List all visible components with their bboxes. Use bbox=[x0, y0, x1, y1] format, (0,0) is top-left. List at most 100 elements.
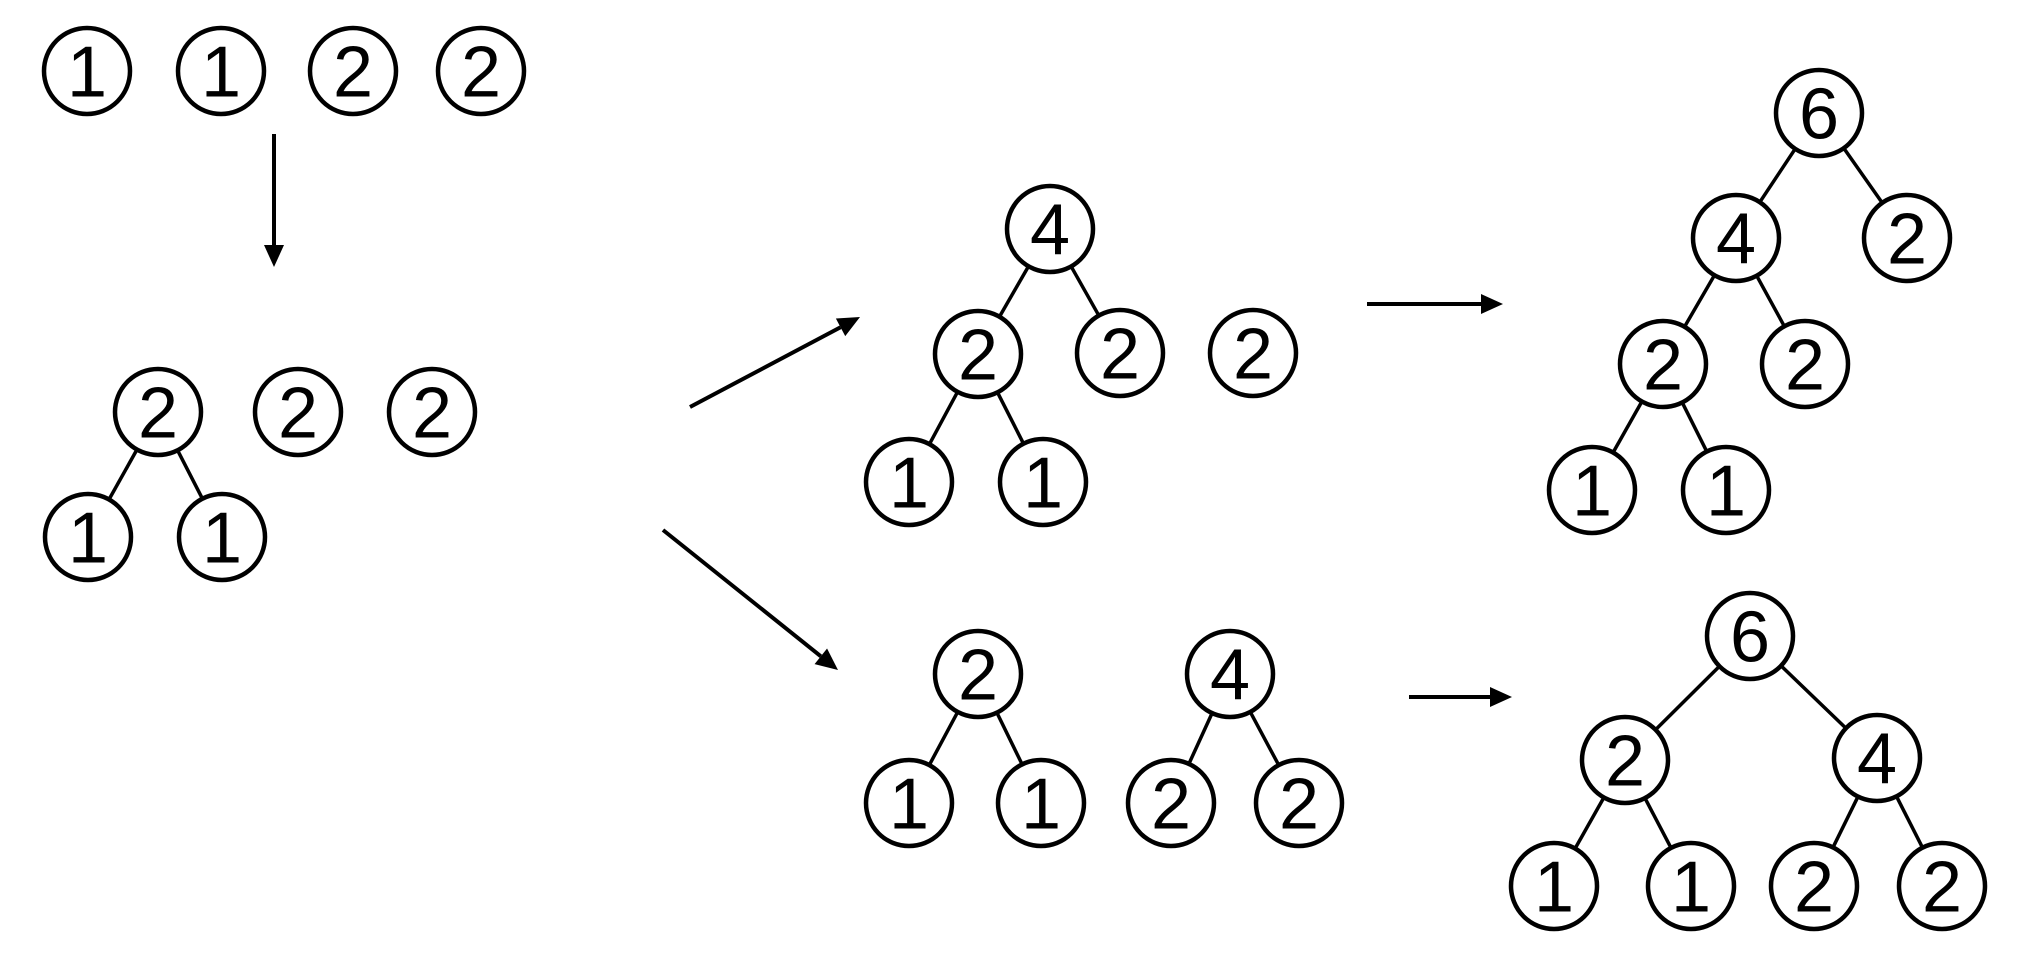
node-value: 4 bbox=[1857, 720, 1897, 800]
node-circle bbox=[1896, 840, 1988, 932]
tree-node-fa-6: 6 bbox=[1773, 67, 1865, 159]
node-circle bbox=[42, 491, 134, 583]
node-circle bbox=[932, 308, 1024, 400]
tree-edge-oa-4-oa-2r bbox=[1069, 265, 1101, 317]
node-circle bbox=[863, 757, 955, 849]
arrow-option-upper-head bbox=[835, 317, 860, 337]
tree-node-m1-2b: 2 bbox=[386, 366, 478, 458]
tree-node-ob-4: 4 bbox=[1184, 628, 1276, 720]
tree-edge-oa-2l-oa-1b bbox=[995, 391, 1026, 445]
tree-node-ob-2b: 2 bbox=[1253, 757, 1345, 849]
tree-node-fa-2b: 2 bbox=[1759, 318, 1851, 410]
tree-edge-fb-4-fb-2a bbox=[1831, 795, 1860, 849]
tree-node-start-2a: 2 bbox=[307, 25, 399, 117]
tree-edge-ob-2-ob-1a bbox=[927, 711, 960, 766]
node-value: 1 bbox=[889, 444, 929, 524]
node-value: 2 bbox=[958, 316, 998, 396]
node-value: 2 bbox=[333, 33, 373, 113]
node-circle bbox=[1546, 444, 1638, 536]
node-value: 4 bbox=[1716, 200, 1756, 280]
tree-node-ob-1a: 1 bbox=[863, 757, 955, 849]
node-value: 1 bbox=[889, 765, 929, 845]
tree-node-m1-2a: 2 bbox=[252, 366, 344, 458]
arrow-merge-down bbox=[264, 134, 284, 267]
tree-edge-ob-2-ob-1b bbox=[995, 711, 1024, 766]
node-value: 2 bbox=[1785, 326, 1825, 406]
node-value: 2 bbox=[461, 33, 501, 113]
tree-edge-fa-6-fa-4 bbox=[1758, 147, 1797, 204]
tree-edge-fb-6-fb-2 bbox=[1654, 665, 1721, 731]
tree-edge-fb-4-fb-2b bbox=[1894, 795, 1925, 849]
tree-node-fa-1b: 1 bbox=[1680, 444, 1772, 536]
node-value: 2 bbox=[1922, 848, 1962, 928]
node-circle bbox=[1253, 757, 1345, 849]
tree-node-fa-2a: 2 bbox=[1617, 318, 1709, 410]
arrow-option-lower-head bbox=[814, 648, 838, 670]
node-value: 2 bbox=[1605, 722, 1645, 802]
tree-edge-m1-2-m1-1a bbox=[107, 448, 139, 501]
node-value: 2 bbox=[1279, 765, 1319, 845]
node-circle bbox=[1074, 307, 1166, 399]
node-circle bbox=[1690, 192, 1782, 284]
node-circle bbox=[1768, 840, 1860, 932]
node-circle bbox=[1508, 840, 1600, 932]
node-value: 2 bbox=[412, 374, 452, 454]
node-circle bbox=[1579, 714, 1671, 806]
node-circle bbox=[112, 366, 204, 458]
tree-edge-fa-2a-fa-1b bbox=[1680, 401, 1709, 453]
tree-edge-fb-6-fb-4 bbox=[1779, 664, 1848, 730]
tree-node-fb-2: 2 bbox=[1579, 714, 1671, 806]
node-circle bbox=[1125, 757, 1217, 849]
tree-edge-fb-2-fb-1b bbox=[1643, 797, 1673, 849]
arrow-option-upper bbox=[689, 317, 860, 409]
arrow-result-lower bbox=[1409, 687, 1512, 707]
tree-node-start-1b: 1 bbox=[175, 25, 267, 117]
node-circle bbox=[932, 628, 1024, 720]
tree-node-fb-4: 4 bbox=[1831, 712, 1923, 804]
tree-edge-m1-2-m1-1b bbox=[176, 449, 204, 500]
node-circle bbox=[1207, 307, 1299, 399]
node-circle bbox=[1759, 318, 1851, 410]
node-value: 1 bbox=[1534, 848, 1574, 928]
tree-edge-oa-4-oa-2l bbox=[997, 265, 1031, 318]
tree-node-fb-2a: 2 bbox=[1768, 840, 1860, 932]
node-value: 4 bbox=[1030, 191, 1070, 271]
tree-node-oa-2r: 2 bbox=[1074, 307, 1166, 399]
tree-node-ob-2: 2 bbox=[932, 628, 1024, 720]
node-circle bbox=[252, 366, 344, 458]
tree-edge-ob-4-ob-2b bbox=[1248, 711, 1281, 766]
arrow-option-lower bbox=[661, 528, 838, 670]
tree-node-fa-2r: 2 bbox=[1861, 192, 1953, 284]
node-value: 1 bbox=[1572, 452, 1612, 532]
node-value: 1 bbox=[1021, 765, 1061, 845]
tree-node-oa-4: 4 bbox=[1004, 183, 1096, 275]
tree-node-m1-1b: 1 bbox=[176, 491, 268, 583]
node-value: 1 bbox=[1023, 444, 1063, 524]
node-value: 1 bbox=[202, 499, 242, 579]
node-value: 2 bbox=[1100, 315, 1140, 395]
node-circle bbox=[1773, 67, 1865, 159]
node-value: 1 bbox=[1671, 848, 1711, 928]
tree-node-fb-1b: 1 bbox=[1645, 840, 1737, 932]
node-circle bbox=[1004, 183, 1096, 275]
tree-node-oa-2l: 2 bbox=[932, 308, 1024, 400]
node-value: 2 bbox=[1233, 315, 1273, 395]
node-circle bbox=[435, 25, 527, 117]
tree-node-start-2b: 2 bbox=[435, 25, 527, 117]
node-value: 6 bbox=[1799, 75, 1839, 155]
node-circle bbox=[1184, 628, 1276, 720]
tree-node-oa-2s: 2 bbox=[1207, 307, 1299, 399]
tree-node-fa-4: 4 bbox=[1690, 192, 1782, 284]
tree-edge-ob-4-ob-2a bbox=[1187, 712, 1214, 765]
arrow-merge-down-head bbox=[264, 245, 284, 267]
node-circle bbox=[176, 491, 268, 583]
node-value: 2 bbox=[958, 636, 998, 716]
node-value: 6 bbox=[1730, 598, 1770, 678]
tree-edge-fa-4-fa-2a bbox=[1683, 274, 1716, 328]
node-circle bbox=[863, 436, 955, 528]
tree-edge-fb-2-fb-1a bbox=[1573, 796, 1606, 850]
node-circle bbox=[1645, 840, 1737, 932]
node-circle bbox=[386, 366, 478, 458]
